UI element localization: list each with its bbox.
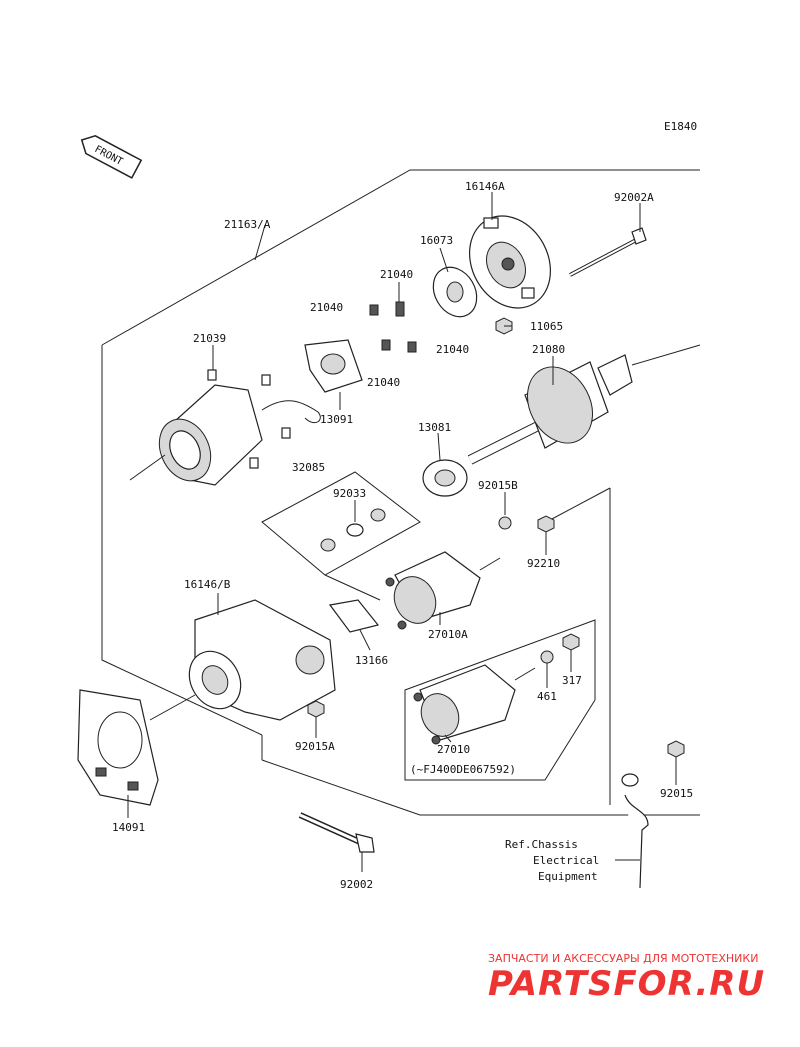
alt-solenoid-box	[404, 619, 596, 781]
label-13166: 13166	[355, 654, 388, 667]
label-21040-c: 21040	[436, 343, 469, 356]
seal-parts	[320, 508, 386, 552]
label-11065: 11065	[530, 320, 563, 333]
gasket-14091	[77, 689, 159, 806]
label-32085: 32085	[292, 461, 325, 474]
label-92210: 92210	[527, 557, 560, 570]
label-92002: 92002	[340, 878, 373, 891]
label-16146A: 16146A	[465, 180, 505, 193]
label-21080: 21080	[532, 343, 565, 356]
label-92002A: 92002A	[614, 191, 654, 204]
part-labels: 21163/A 16146A 92002A 16073 21040 21040 …	[112, 180, 693, 891]
cable-terminal	[621, 740, 685, 889]
label-14091: 14091	[112, 821, 145, 834]
label-21040-a: 21040	[380, 268, 413, 281]
seal-kit-box	[261, 471, 421, 601]
brush-plate-16073	[432, 266, 478, 318]
brush-holder-13091	[304, 339, 363, 393]
label-ref-electrical: Electrical	[533, 854, 599, 867]
label-92033: 92033	[333, 487, 366, 500]
watermark-tagline: ЗАПЧАСТИ И АКСЕССУАРЫ ДЛЯ МОТОТЕХНИКИ	[488, 952, 758, 965]
armature-21080	[467, 344, 701, 465]
front-housing-16146B	[149, 599, 336, 721]
solenoid-27010A	[385, 551, 501, 630]
washer-92015B	[498, 516, 512, 530]
label-317: 317	[562, 674, 582, 687]
label-16146B: 16146/B	[184, 578, 231, 591]
label-21040-b: 21040	[310, 301, 343, 314]
label-13081: 13081	[418, 421, 451, 434]
label-461: 461	[537, 690, 557, 703]
label-ref-equipment: Equipment	[538, 870, 598, 883]
nut-92015A	[307, 700, 325, 718]
washer-461	[540, 650, 554, 664]
watermark: ЗАПЧАСТИ И АКСЕССУАРЫ ДЛЯ МОТОТЕХНИКИ PA…	[488, 952, 765, 1004]
label-ref-chassis: Ref.Chassis	[505, 838, 578, 851]
shift-lever-13166	[328, 599, 380, 633]
label-92015: 92015	[660, 787, 693, 800]
label-13091: 13091	[320, 413, 353, 426]
label-16073: 16073	[420, 234, 453, 247]
nut-317	[562, 633, 580, 651]
diagram-code: E1840	[664, 120, 697, 133]
pinion-13081	[422, 459, 468, 497]
yoke-21039	[129, 369, 321, 486]
label-27010A: 27010A	[428, 628, 468, 641]
brush-springs-21040	[369, 301, 417, 353]
through-bolt-92002A	[569, 227, 647, 277]
nut-92210	[537, 515, 555, 533]
label-21039: 21039	[193, 332, 226, 345]
front-arrow-icon: FRONT	[80, 135, 143, 179]
label-92015B: 92015B	[478, 479, 518, 492]
solenoid-27010	[413, 664, 536, 745]
leader-lines	[127, 192, 677, 872]
label-fj-note: (~FJ400DE067592)	[410, 763, 516, 776]
label-27010: 27010	[437, 743, 470, 756]
watermark-brand: PARTSFOR.RU	[488, 964, 765, 1004]
label-21163A: 21163/A	[224, 218, 271, 231]
bolt-92002	[298, 812, 375, 853]
assembly-outline	[101, 169, 700, 816]
rear-housing-16146A	[468, 215, 552, 309]
label-21040-d: 21040	[367, 376, 400, 389]
label-92015A: 92015A	[295, 740, 335, 753]
